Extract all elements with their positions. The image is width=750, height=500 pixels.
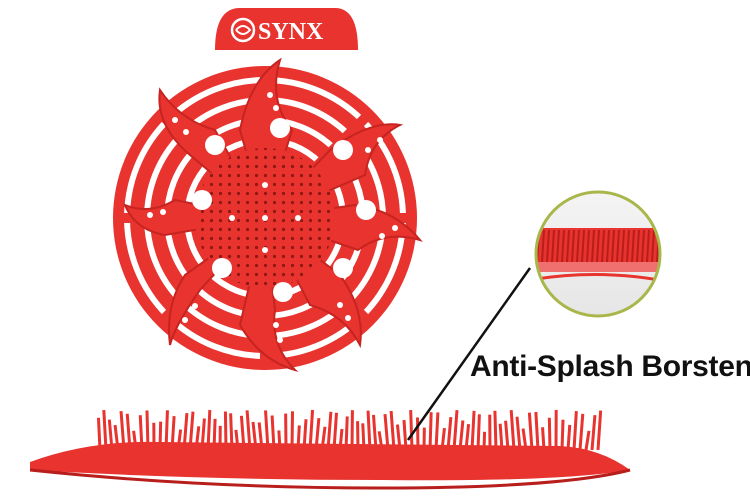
- brand-name: SYNX: [258, 19, 324, 45]
- zoom-detail: [534, 190, 662, 318]
- urinal-screen: SYNX: [113, 8, 423, 373]
- callout-label: Anti-Splash Borsten: [470, 350, 750, 383]
- callout-line: [406, 267, 532, 441]
- side-view-bristles: [29, 409, 631, 490]
- synx-logo-icon: [230, 17, 256, 43]
